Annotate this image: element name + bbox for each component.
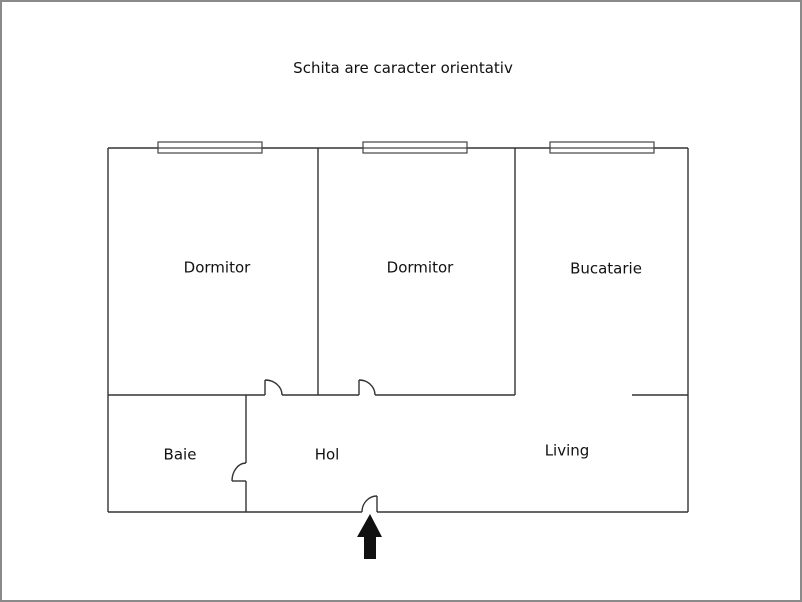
window-dormitor-1 <box>157 141 263 154</box>
room-label-living: Living <box>544 441 590 460</box>
room-label-dormitor-1: Dormitor <box>183 258 251 277</box>
room-label-dormitor-2: Dormitor <box>386 258 454 277</box>
door-baie[interactable] <box>231 462 247 482</box>
window-dormitor-2 <box>362 141 468 154</box>
door-dormitor-2[interactable] <box>358 379 376 396</box>
entrance-arrow-icon <box>357 514 382 559</box>
room-label-baie: Baie <box>163 445 197 464</box>
windows <box>157 141 655 154</box>
doors <box>231 379 378 513</box>
plan-title: Schita are caracter orientativ <box>293 59 513 77</box>
room-label-bucatarie: Bucatarie <box>570 259 642 278</box>
window-bucatarie <box>549 141 655 154</box>
door-dormitor-1[interactable] <box>264 379 283 396</box>
door-entrance[interactable] <box>361 495 378 513</box>
room-label-hol: Hol <box>314 445 340 464</box>
